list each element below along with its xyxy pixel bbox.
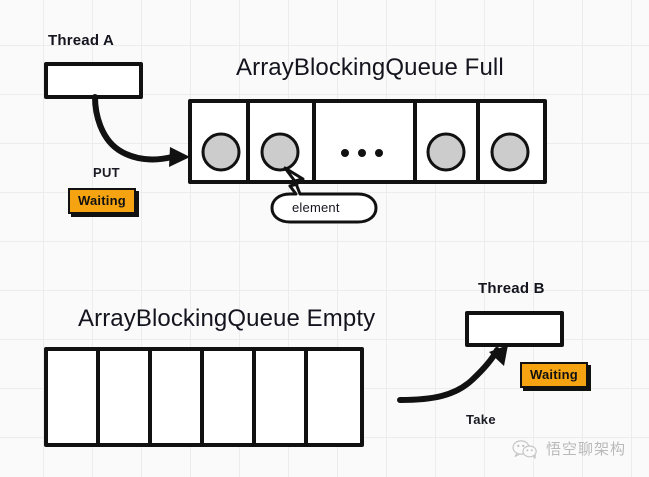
watermark-text: 悟空聊架构: [546, 440, 627, 458]
wechat-icon: [512, 439, 537, 459]
empty-queue-cells: [44, 347, 364, 447]
put-arrow: [92, 94, 190, 167]
queue-element-circles: [201, 132, 530, 172]
thread-a-label: Thread A: [48, 32, 115, 49]
thread-b-label: Thread B: [478, 280, 545, 297]
put-action-label: PUT: [93, 165, 120, 180]
element-callout-label: element: [292, 200, 340, 215]
thread-a-box: [44, 62, 143, 99]
thread-a-status-badge[interactable]: Waiting: [68, 188, 136, 214]
full-queue-title: ArrayBlockingQueue Full: [236, 54, 504, 81]
watermark: 悟空聊架构: [511, 438, 626, 459]
thread-b-status-badge[interactable]: Waiting: [520, 362, 588, 388]
take-action-label: Take: [466, 412, 496, 427]
thread-b-box: [465, 311, 564, 347]
full-queue-cells: [188, 99, 547, 184]
queue-ellipsis-dots: [341, 149, 383, 157]
empty-queue-title: ArrayBlockingQueue Empty: [78, 305, 376, 332]
take-arrow: [397, 345, 508, 403]
element-callout-bubble: [270, 166, 378, 224]
